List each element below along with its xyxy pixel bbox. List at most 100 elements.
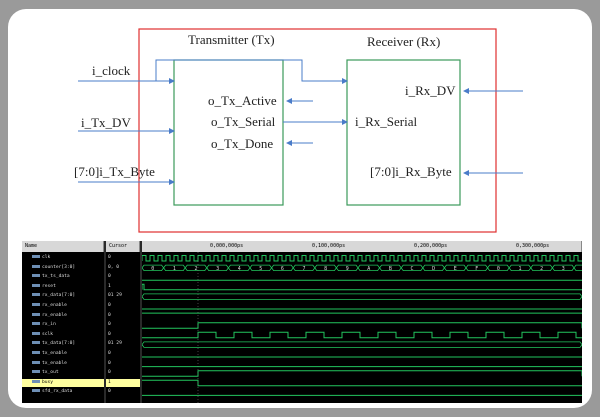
signal-icon (32, 360, 40, 364)
signal-value: 0 (108, 303, 111, 308)
signal-name-label: sfd_rx_data (42, 389, 73, 395)
signal-row[interactable]: sclk 0 (22, 331, 582, 340)
signal-name-label: tx_enable (42, 351, 67, 356)
cursor-column-header[interactable]: Cursor (106, 241, 140, 252)
signal-value: 0 (108, 389, 111, 395)
uart-block-diagram: Transmitter (Tx) Receiver (Rx) i_clock i… (74, 28, 523, 233)
bus-value-label: 3 (562, 266, 565, 272)
tx-output-done: o_Tx_Done (211, 136, 273, 151)
bus-value-label: 0 (151, 266, 154, 272)
signal-icon (32, 331, 40, 335)
signal-name-label: clk (42, 255, 51, 260)
waveform-viewer: Name Cursor 0,000,000ps 0,100,000ps 0,20… (22, 241, 582, 403)
signal-icon (32, 264, 40, 268)
signal-row[interactable]: counter[3:0] 0, 0 (22, 264, 582, 273)
column-divider[interactable] (140, 241, 142, 403)
signal-value: 0 (108, 312, 111, 318)
signal-value: 0 (108, 322, 111, 328)
signal-name-label: tx_enable (42, 360, 67, 366)
pulse-trace (142, 283, 582, 291)
receiver-block (346, 59, 461, 206)
busy-trace (142, 379, 582, 387)
pulse-trace (142, 322, 582, 329)
signal-name[interactable]: rx_in (22, 321, 104, 329)
signal-name-label: tx_ts_data (42, 274, 70, 280)
signal-arrows (78, 59, 523, 185)
signal-name[interactable]: reset (22, 283, 104, 291)
signal-name[interactable]: rx_enable (22, 312, 104, 320)
signal-icon (32, 389, 40, 393)
bus-value-label: 4 (238, 266, 241, 272)
tx-output-active: o_Tx_Active (208, 93, 277, 108)
signal-name[interactable]: tx_enable (22, 350, 104, 358)
signal-value: 0 (108, 370, 111, 376)
bus-value-label: 9 (346, 266, 349, 272)
signal-name[interactable]: tx_ts_data (22, 273, 104, 281)
signal-value: 0, 0 (108, 264, 120, 270)
signal-name-label: busy (42, 379, 54, 385)
bus-segment (573, 264, 582, 271)
signal-name[interactable]: busy (22, 378, 104, 387)
rx-port-serial: i_Rx_Serial (355, 114, 417, 129)
bus-value-label: 1 (518, 266, 521, 272)
signal-row[interactable]: tx_out 0 (22, 369, 582, 378)
bus-segment (142, 293, 582, 300)
pulse-trace (142, 370, 582, 377)
signal-name[interactable]: sfd_rx_data (22, 388, 104, 396)
signal-value: 0 (108, 331, 111, 337)
signal-icon (32, 341, 40, 345)
signal-name[interactable]: tx_out (22, 369, 104, 377)
signal-name[interactable]: rx_enable (22, 302, 104, 310)
signal-icon (32, 370, 40, 374)
time-marker-4: 0,300,000ps (516, 243, 550, 249)
signal-value: 01 29 (108, 293, 122, 299)
bus-value-label: C (410, 266, 413, 272)
signal-name-label: tx_data[7:0] (42, 341, 76, 347)
bus-value-label: 6 (281, 266, 284, 272)
input-label-tx-dv: i_Tx_DV (81, 115, 131, 130)
signal-row[interactable]: tx_data[7:0]01 29 (22, 340, 582, 349)
signal-row[interactable]: clk 0 (22, 254, 582, 263)
timeline-ruler[interactable] (142, 241, 582, 252)
bus-value-label: D (432, 266, 435, 272)
signal-icon (32, 351, 40, 354)
signal-name[interactable]: sclk (22, 331, 104, 339)
time-marker-3: 0,200,000ps (414, 243, 448, 249)
clock-trace (142, 331, 582, 339)
signal-value: 0 (108, 274, 111, 280)
column-divider[interactable] (104, 241, 106, 403)
transmitter-title: Transmitter (Tx) (188, 32, 275, 47)
signal-name-label: rx_enable (42, 312, 67, 318)
signal-row[interactable]: rx_enable 0 (22, 312, 582, 321)
signal-name[interactable]: rx_data[7:0] (22, 292, 104, 300)
signal-row[interactable]: rx_enable 0 (22, 302, 582, 311)
signal-row[interactable]: rx_in 0 (22, 321, 582, 330)
bus-value-label: E (454, 266, 457, 272)
waveform-traces: 0123456789ABCDEF01230 (142, 252, 582, 403)
rx-port-byte: [7:0]i_Rx_Byte (370, 164, 452, 179)
signal-name[interactable]: tx_data[7:0] (22, 340, 104, 348)
signal-row[interactable]: tx_ts_data 0 (22, 273, 582, 282)
time-marker-1: 0,000,000ps (210, 243, 244, 249)
name-column-header[interactable]: Name (22, 241, 104, 252)
bus-value-label: F (475, 266, 478, 272)
bus-value-label: 8 (324, 266, 327, 272)
signal-name-label: rx_enable (42, 303, 67, 308)
signal-name[interactable]: tx_enable (22, 360, 104, 368)
signal-name[interactable]: clk (22, 254, 104, 262)
input-label-clock: i_clock (92, 63, 131, 78)
signal-name-label: counter[3:0] (42, 264, 76, 270)
bus-value-label: 7 (302, 266, 305, 272)
input-label-tx-byte: [7:0]i_Tx_Byte (74, 164, 155, 179)
signal-row[interactable]: rx_data[7:0] 01 29 (22, 292, 582, 301)
signal-name-label: tx_out (42, 370, 59, 376)
signal-value: 0 (108, 255, 111, 260)
signal-value: 1 (108, 283, 111, 289)
bus-value-label: 3 (216, 266, 219, 272)
signal-name[interactable]: counter[3:0] (22, 264, 104, 272)
signal-row[interactable]: sfd_rx_data 0 (22, 388, 582, 397)
signal-row[interactable]: reset 1 (22, 283, 582, 292)
